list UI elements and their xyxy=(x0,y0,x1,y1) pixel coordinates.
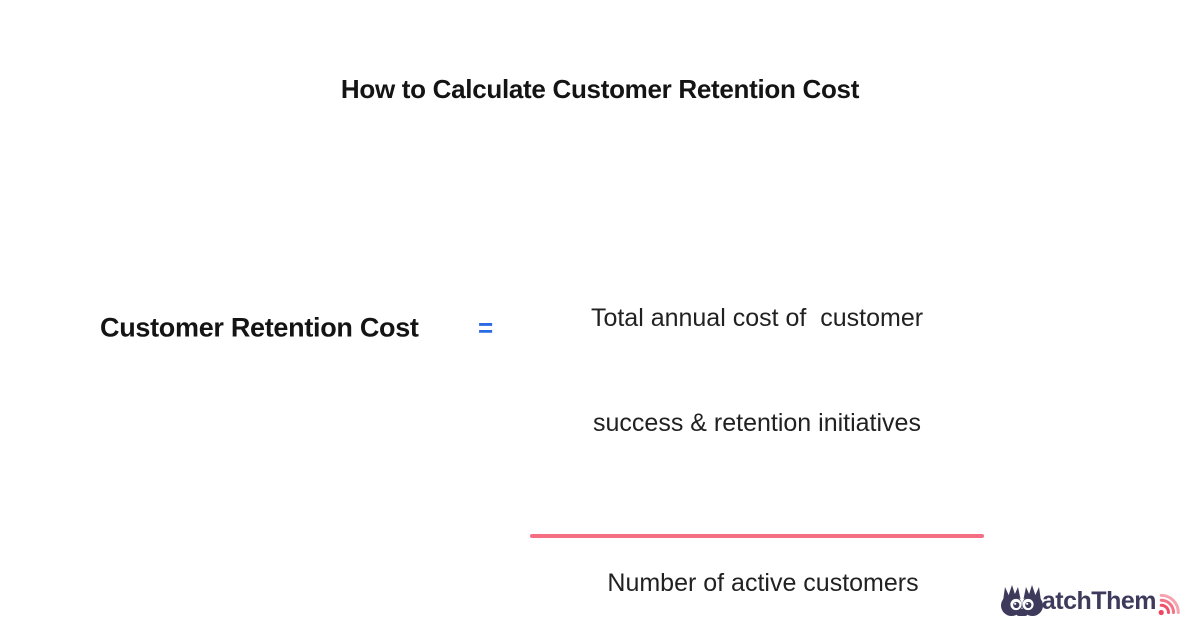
fraction-denominator: Number of active customers xyxy=(607,569,919,597)
fraction-divider-line xyxy=(530,534,984,538)
numerator-line-1: Total annual cost of customer xyxy=(590,304,924,332)
broadcast-signal-icon xyxy=(1158,593,1180,616)
page-title: How to Calculate Customer Retention Cost xyxy=(340,74,860,104)
brand-wordmark: atchThem xyxy=(1041,587,1157,615)
formula-label: Customer Retention Cost xyxy=(100,312,419,343)
brand-logo: atchThem xyxy=(999,584,1182,618)
fraction-block: Total annual cost of customer success & … xyxy=(530,231,984,601)
fraction-numerator: Total annual cost of customer success & … xyxy=(530,231,984,511)
owl-w-icon xyxy=(1000,585,1043,616)
numerator-line-2: success & retention initiatives xyxy=(593,409,921,437)
equals-sign: = xyxy=(478,312,494,343)
